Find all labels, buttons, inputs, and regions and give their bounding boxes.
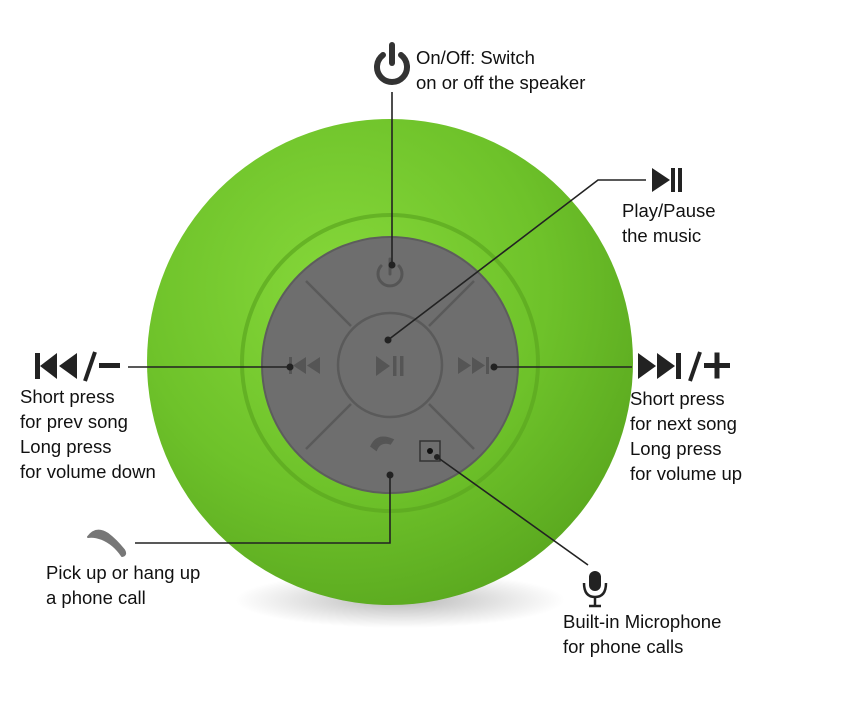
leader-dots (286, 261, 498, 479)
next-label: Short press for next song Long press for… (630, 386, 742, 486)
power-icon (374, 42, 410, 85)
prev-volume-down-icon (35, 351, 120, 382)
prev-label: Short press for prev song Long press for… (20, 384, 156, 484)
microphone-label-line-2: for phone calls (563, 636, 684, 657)
phone-label-line-2: a phone call (46, 587, 146, 608)
play-pause-label-line-1: Play/Pause (622, 200, 716, 221)
microphone-label-line-1: Built-in Microphone (563, 611, 722, 632)
next-label-line-1: Short press (630, 388, 725, 409)
phone-icon (87, 529, 127, 557)
microphone-hole (419, 440, 441, 462)
prev-label-line-3: Long press (20, 436, 112, 457)
microphone-label: Built-in Microphone for phone calls (563, 609, 721, 659)
play-pause-label: Play/Pause the music (622, 198, 716, 248)
microphone-leader (436, 456, 589, 566)
next-label-line-3: Long press (630, 438, 722, 459)
microphone-hole-dot (427, 448, 433, 454)
next-volume-up-icon (638, 351, 730, 382)
pad-next-icon (458, 357, 489, 374)
control-pad (261, 236, 519, 494)
power-label-line-1: On/Off: Switch (416, 47, 535, 68)
leader-lines (128, 92, 646, 566)
pad-phone-icon (370, 436, 395, 452)
phone-label-line-1: Pick up or hang up (46, 562, 201, 583)
next-label-line-2: for next song (630, 413, 737, 434)
microphone-icon (582, 571, 608, 608)
power-label: On/Off: Switch on or off the speaker (416, 45, 585, 95)
prev-label-line-1: Short press (20, 386, 115, 407)
power-label-line-2: on or off the speaker (416, 72, 586, 93)
prev-label-line-2: for prev song (20, 411, 128, 432)
prev-label-line-4: for volume down (20, 461, 156, 482)
play-pause-label-line-2: the music (622, 225, 702, 246)
play-pause-leader (387, 179, 646, 341)
phone-label: Pick up or hang up a phone call (46, 560, 200, 610)
play-pause-icon (652, 168, 682, 192)
pad-play-pause-icon (376, 356, 404, 376)
next-label-line-4: for volume up (630, 463, 743, 484)
phone-leader (135, 475, 391, 544)
center-play-button[interactable] (336, 311, 444, 419)
